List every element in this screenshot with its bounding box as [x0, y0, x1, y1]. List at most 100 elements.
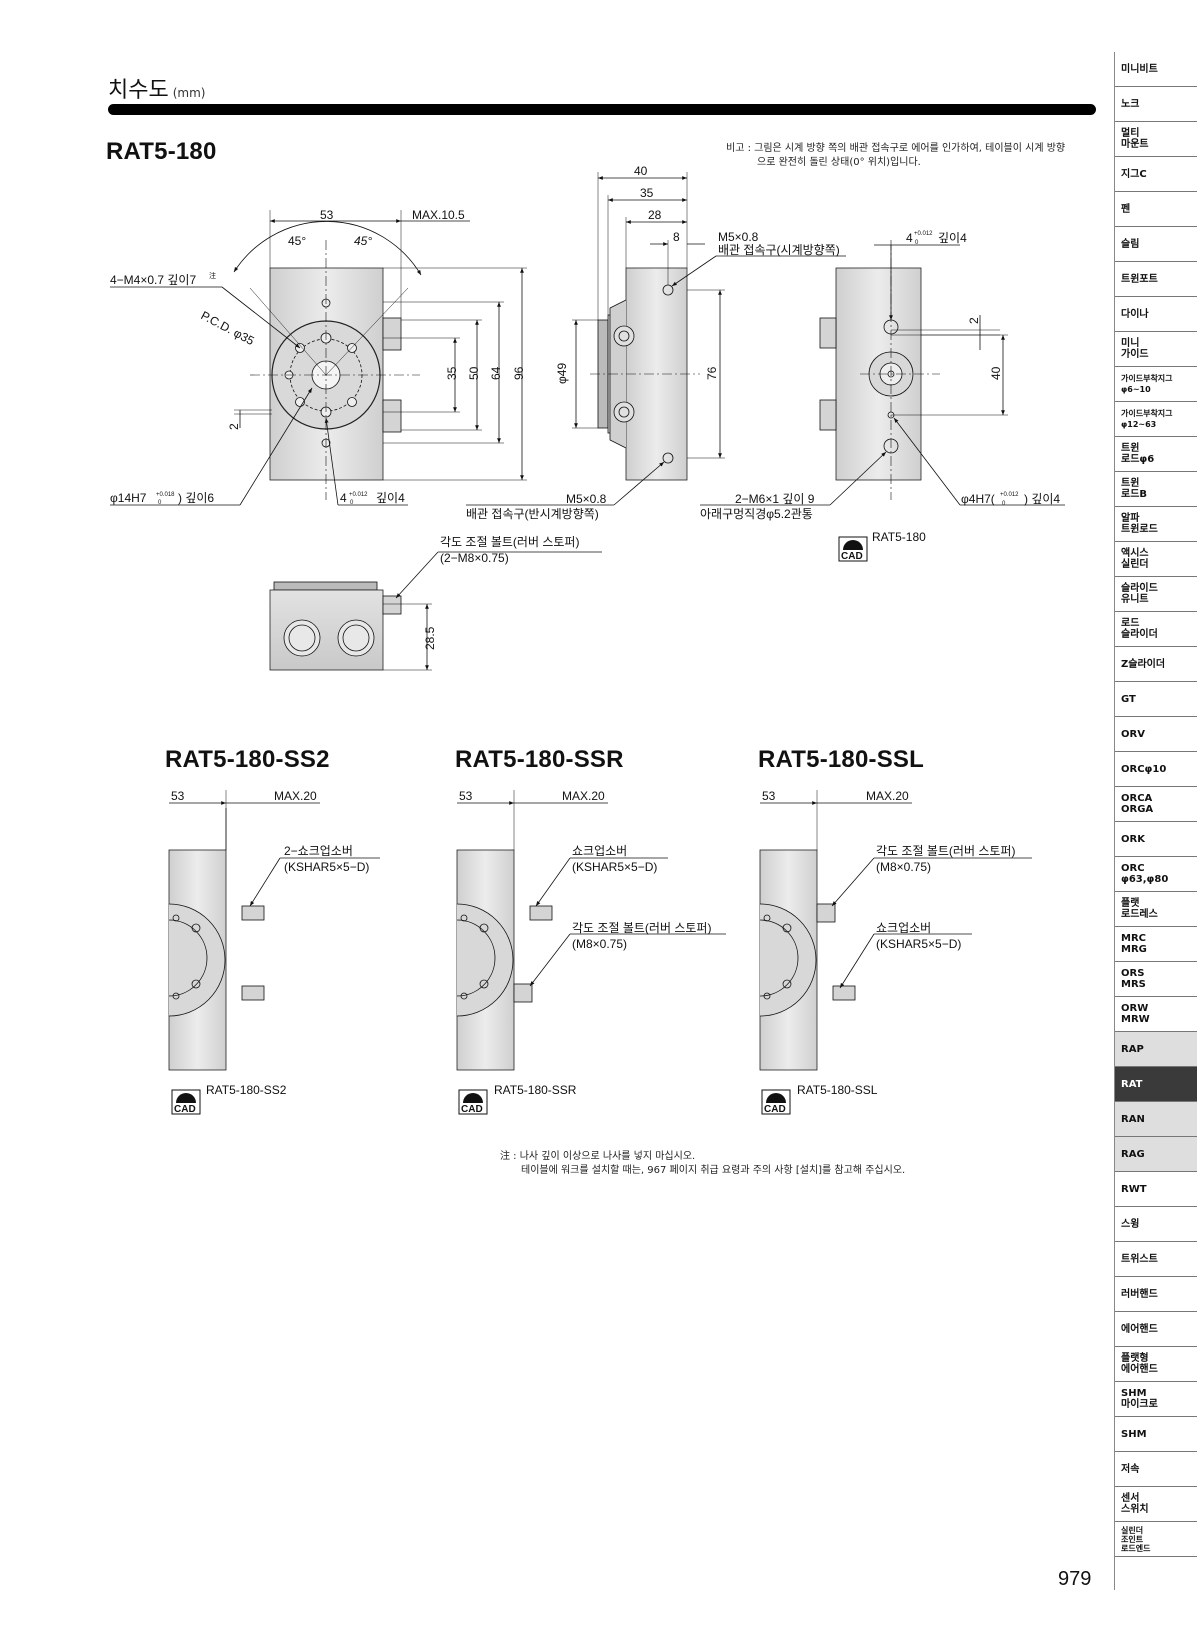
cad-ssl[interactable]: CAD RAT5-180-SSL — [761, 1083, 878, 1115]
sidebar-item[interactable]: 액시스 실린더 — [1115, 542, 1197, 577]
ssr-callout1: 쇼크업소버 — [572, 844, 627, 858]
sidebar-item[interactable]: GT — [1115, 682, 1197, 717]
cad-icon-text: CAD — [461, 1104, 483, 1115]
stopper-label: 각도 조절 볼트(러버 스토퍼) — [440, 535, 579, 549]
note-top-line2: 으로 완전히 돌린 상태(0° 위치)입니다. — [757, 157, 921, 168]
ss2-dim-53: 53 — [171, 789, 185, 803]
stopper-size: (2−M8×0.75) — [440, 551, 509, 565]
sidebar-item[interactable]: RAG — [1115, 1137, 1197, 1172]
sidebar-item[interactable]: ORCφ10 — [1115, 752, 1197, 787]
side-dim-phi49: φ49 — [555, 363, 569, 384]
sidebar-item[interactable]: 스윙 — [1115, 1207, 1197, 1242]
sidebar-item[interactable]: 노크 — [1115, 87, 1197, 122]
front-dim-2: 2 — [227, 423, 241, 430]
cad-ssr[interactable]: CAD RAT5-180-SSR — [458, 1083, 577, 1115]
sidebar-item[interactable]: RWT — [1115, 1172, 1197, 1207]
sidebar-item[interactable]: 트윈포트 — [1115, 262, 1197, 297]
ssr-dim-max: MAX.20 — [562, 789, 605, 803]
side-dim-8: 8 — [673, 230, 680, 244]
side-view — [466, 172, 846, 506]
page-number: 979 — [1058, 1568, 1092, 1590]
cad-icon-text: CAD — [764, 1104, 786, 1115]
bottom-dim-40: 40 — [989, 366, 1003, 380]
front-bore-tol-lower: 0 — [158, 500, 162, 506]
bottom-key-label: 4 — [906, 231, 913, 245]
side-port-cw-label: 배관 접속구(시계방향쪽) — [718, 243, 840, 257]
main-model-title: RAT5-180 — [106, 138, 217, 165]
sidebar-item[interactable]: 지그C — [1115, 157, 1197, 192]
sidebar-item[interactable]: ORC φ63,φ80 — [1115, 857, 1197, 892]
ssr-dim-53: 53 — [459, 789, 473, 803]
sidebar-item[interactable]: 알파 트윈로드 — [1115, 507, 1197, 542]
sidebar-item[interactable]: 미니비트 — [1115, 52, 1197, 87]
ssr-callout2-sub: (M8×0.75) — [572, 937, 627, 951]
sidebar-item[interactable]: 가이드부착지그 φ6~10 — [1115, 367, 1197, 402]
sidebar-item[interactable]: RAT — [1115, 1067, 1197, 1102]
ssl-callout1: 각도 조절 볼트(러버 스토퍼) — [876, 844, 1015, 858]
cad-ssl-label: RAT5-180-SSL — [797, 1083, 878, 1097]
front-bore: φ14H7 — [110, 491, 147, 505]
cad-icon-text: CAD — [174, 1104, 196, 1115]
sidebar-item[interactable]: 플랫형 에어핸드 — [1115, 1347, 1197, 1382]
front-key-depth: 깊이4 — [376, 491, 405, 505]
front-dim-53: 53 — [320, 208, 334, 222]
note-bottom-line1: 注 : 나사 깊이 이상으로 나사를 넣지 마십시오. — [500, 1151, 696, 1162]
bottom-view — [700, 240, 1065, 506]
sidebar-item[interactable]: 트위스트 — [1115, 1242, 1197, 1277]
front-dim-96: 96 — [512, 366, 526, 380]
sidebar-item[interactable]: 플랫 로드레스 — [1115, 892, 1197, 927]
sidebar-item[interactable]: 다이나 — [1115, 297, 1197, 332]
dimension-drawing: 53 MAX.10.5 45° 45° 4−M4×0.7 깊이7 注 P.C.D… — [110, 164, 1065, 1115]
note-bottom-line2: 테이블에 워크를 설치할 때는, 967 페이지 취급 요령과 주의 사항 [설… — [521, 1165, 906, 1176]
sidebar-item[interactable]: ORCA ORGA — [1115, 787, 1197, 822]
sidebar-item[interactable]: 에어핸드 — [1115, 1312, 1197, 1347]
sidebar-item[interactable]: 센서 스위치 — [1115, 1487, 1197, 1522]
sidebar-item[interactable]: 트윈 로드B — [1115, 472, 1197, 507]
bottom-mount-holes-sub: 아래구멍직경φ5.2관통 — [700, 507, 813, 521]
bottom-pin-hole: φ4H7( — [961, 492, 995, 506]
ssl-callout2: 쇼크업소버 — [876, 921, 931, 935]
side-dim-28: 28 — [648, 208, 662, 222]
sidebar-item[interactable]: 로드 슬라이더 — [1115, 612, 1197, 647]
variant-title-ssl: RAT5-180-SSL — [758, 746, 924, 773]
sidebar-item[interactable]: ORV — [1115, 717, 1197, 752]
sidebar-item[interactable]: ORW MRW — [1115, 997, 1197, 1032]
ss2-dim-max: MAX.20 — [274, 789, 317, 803]
sidebar-item[interactable]: 러버핸드 — [1115, 1277, 1197, 1312]
sidebar-item[interactable]: 트윈 로드φ6 — [1115, 437, 1197, 472]
sidebar-item[interactable]: RAP — [1115, 1032, 1197, 1067]
sidebar-item[interactable]: ORS MRS — [1115, 962, 1197, 997]
sidebar-item[interactable]: 저속 — [1115, 1452, 1197, 1487]
front-angle-right: 45° — [354, 234, 372, 248]
sidebar-item[interactable]: 슬라이드 유니트 — [1115, 577, 1197, 612]
front-angle-left: 45° — [288, 234, 306, 248]
sidebar-item[interactable]: ORK — [1115, 822, 1197, 857]
sidebar-item[interactable]: 가이드부착지그 φ12~63 — [1115, 402, 1197, 437]
front-tap-note: 注 — [209, 271, 216, 280]
sidebar-item[interactable]: 실린더 조인트 로드엔드 — [1115, 1522, 1197, 1557]
ss2-callout1: 2−쇼크업소버 — [284, 844, 353, 858]
cad-ss2[interactable]: CAD RAT5-180-SS2 — [171, 1083, 287, 1115]
variant-view-ssr — [456, 790, 726, 1071]
sidebar-item[interactable]: 미니 가이드 — [1115, 332, 1197, 367]
sidebar-item[interactable]: RAN — [1115, 1102, 1197, 1137]
variant-title-ssr: RAT5-180-SSR — [455, 746, 624, 773]
cad-ssr-label: RAT5-180-SSR — [494, 1083, 577, 1097]
variant-title-ss2: RAT5-180-SS2 — [165, 746, 330, 773]
sidebar-item[interactable]: 멀티 마운트 — [1115, 122, 1197, 157]
sidebar-item[interactable]: Z슬라이더 — [1115, 647, 1197, 682]
front-view — [110, 210, 527, 506]
sidebar-item[interactable]: SHM 마이크로 — [1115, 1382, 1197, 1417]
sidebar-item[interactable]: MRC MRG — [1115, 927, 1197, 962]
note-top: 비고 : 그림은 시계 방향 쪽의 배관 접속구로 에어를 인가하여, 테이블이… — [726, 142, 1065, 170]
sidebar-item[interactable]: SHM — [1115, 1417, 1197, 1452]
ss2-callout1-sub: (KSHAR5×5−D) — [284, 860, 369, 874]
cad-main[interactable]: CAD RAT5-180 — [838, 530, 926, 562]
front-dim-35: 35 — [445, 366, 459, 380]
header-rule — [108, 104, 1096, 115]
side-port-cw-size: M5×0.8 — [718, 230, 759, 244]
bottom-pin-tol-lower: 0 — [1002, 501, 1006, 507]
sidebar-item[interactable]: 펜 — [1115, 192, 1197, 227]
sidebar-item[interactable]: 슬림 — [1115, 227, 1197, 262]
